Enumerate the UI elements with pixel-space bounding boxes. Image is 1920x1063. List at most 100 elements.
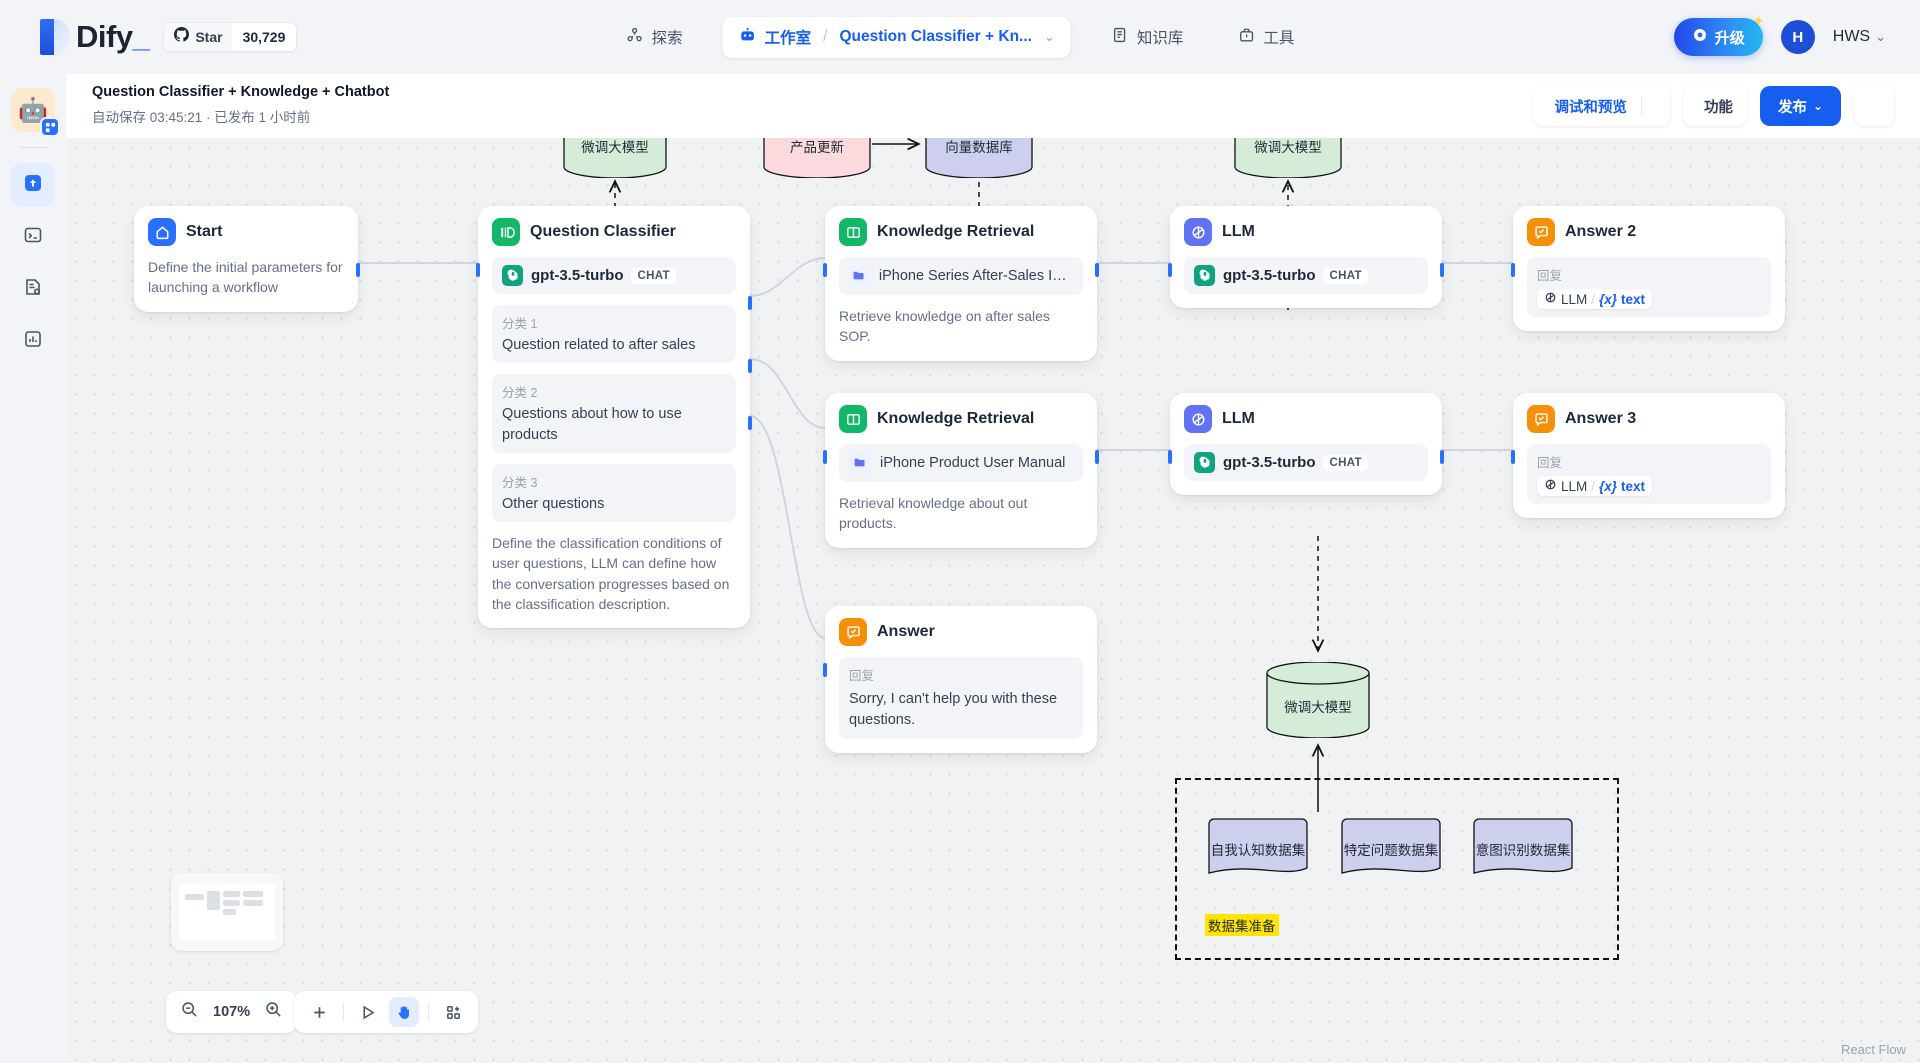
workflow-subheader: Question Classifier + Knowledge + Chatbo… [66,74,1920,138]
answer3-var-brace: {x} [1599,478,1618,494]
rail-collapse[interactable] [0,1027,66,1057]
start-output-port[interactable] [356,263,360,277]
pointer-tool-button[interactable] [353,997,383,1027]
qc-class-3[interactable]: 分类 3 Other questions [492,463,736,523]
answer2-variable-pill[interactable]: LLM / {x} text [1537,289,1653,309]
sidebar-item-monitoring[interactable] [11,319,55,363]
cylinder-finetuned-model-1-label: 微调大模型 [581,139,649,156]
hand-pan-tool-button[interactable] [389,997,419,1027]
run-history-button[interactable] [1642,86,1670,126]
dify-logo[interactable]: Dify_ [40,19,150,55]
upgrade-button[interactable]: 升级 ✦ [1673,13,1765,56]
checklist-button[interactable] [1854,86,1894,126]
answer-icon [1527,405,1555,433]
chevron-down-icon[interactable]: ⌄ [1043,29,1055,44]
kr2-input-port[interactable] [823,450,827,464]
dataset-intent-recognition-label: 意图识别数据集 [1475,843,1571,859]
home-icon [148,218,176,246]
zoom-level[interactable]: 107% [213,1004,251,1020]
github-star-left: Star [164,23,232,51]
answer3-input-port[interactable] [1511,450,1515,464]
cylinder-finetuned-model-2-label: 微调大模型 [1254,139,1322,156]
kr1-output-port[interactable] [1095,263,1099,277]
qc-output-port-2[interactable] [748,359,752,373]
nav-explore-label: 探索 [651,30,683,47]
qc-class-1[interactable]: 分类 1 Question related to after sales [492,305,736,364]
chevron-down-icon: ⌄ [1875,29,1886,44]
answer-node-2[interactable]: Answer 2 回复 LLM / {x} text [1511,206,1785,331]
answer3-reply-slot[interactable]: 回复 LLM / {x} text [1527,444,1771,504]
knowledge-retrieval-node-2[interactable]: Knowledge Retrieval iPhone Product User … [823,393,1099,548]
question-classifier-node[interactable]: Question Classifier gpt-3.5-turbo CHAT 分… [476,206,752,629]
sidebar-item-logs[interactable] [11,267,55,311]
llm-node-1[interactable]: LLM gpt-3.5-turbo CHAT [1168,206,1444,308]
nav-explore[interactable]: 探索 [612,18,697,57]
debug-preview-button[interactable]: 调试和预览 [1533,86,1641,126]
zoom-control: 107% [166,991,298,1033]
nav-studio-separator: / [823,28,828,45]
llm2-header: LLM [1184,405,1428,433]
cylinder-finetuned-model-2: 微调大模型 [1234,138,1342,179]
qc-class-2[interactable]: 分类 2 Questions about how to use products [492,374,736,453]
answer1-reply-slot[interactable]: 回复 Sorry, I can't help you with these qu… [839,657,1083,740]
answer3-var-slash: / [1591,478,1596,494]
dataset-folder-icon [849,265,870,287]
dataset-specific-question-label: 特定问题数据集 [1343,843,1439,859]
llm2-model-name: gpt-3.5-turbo [1223,454,1316,471]
kr2-dataset-name: iPhone Product User Manual [880,455,1066,471]
nav-tools[interactable]: 工具 [1223,18,1308,57]
kr2-output-port[interactable] [1095,450,1099,464]
publish-button[interactable]: 发布 ⌄ [1759,86,1841,126]
sidebar-item-api[interactable] [11,215,55,259]
nav-studio[interactable]: 工作室 / Question Classifier + Kn... ⌄ [722,16,1071,58]
answer2-input-port[interactable] [1511,263,1515,277]
zoom-out-icon[interactable] [180,1000,199,1024]
qc-model-slot[interactable]: gpt-3.5-turbo CHAT [492,257,736,294]
app-avatar[interactable]: 🤖 [11,88,60,137]
answer-node-3[interactable]: Answer 3 回复 LLM / {x} text [1511,393,1785,518]
kr2-dataset-slot[interactable]: iPhone Product User Manual [839,444,1083,482]
avatar[interactable]: H [1780,20,1815,54]
llm1-output-port[interactable] [1440,263,1444,277]
llm-node-2[interactable]: LLM gpt-3.5-turbo CHAT [1168,393,1444,495]
llm1-model-slot[interactable]: gpt-3.5-turbo CHAT [1184,257,1428,294]
answer-node-1[interactable]: Answer 回复 Sorry, I can't help you with t… [823,606,1097,754]
start-node[interactable]: Start Define the initial parameters for … [134,206,360,312]
upgrade-label: 升级 [1714,29,1745,47]
sidebar-item-workflow[interactable] [11,163,55,207]
llm2-model-slot[interactable]: gpt-3.5-turbo CHAT [1184,444,1428,481]
qc-node-desc: Define the classification conditions of … [492,535,730,613]
kr1-input-port[interactable] [823,263,827,277]
nav-knowledge[interactable]: 知识库 [1097,18,1198,57]
organize-blocks-button[interactable] [438,997,468,1027]
nav-studio-app: Question Classifier + Kn... [839,28,1032,45]
answer1-input-port[interactable] [823,663,827,677]
kr1-dataset-slot[interactable]: iPhone Series After-Sales Inst... [839,257,1083,295]
github-star-button[interactable]: Star 30,729 [163,22,298,52]
llm1-header: LLM [1184,218,1428,246]
openai-icon [1194,452,1215,473]
knowledge-retrieval-node-1[interactable]: Knowledge Retrieval iPhone Series After-… [823,206,1099,361]
user-menu[interactable]: HWS ⌄ [1833,28,1886,46]
toolbox-icon [1237,26,1255,49]
answer2-var-source: LLM [1561,291,1588,307]
llm2-output-port[interactable] [1440,450,1444,464]
nav-knowledge-label: 知识库 [1136,30,1184,47]
answer2-title: Answer 2 [1565,223,1637,240]
answer3-var-field: text [1621,478,1646,494]
zoom-in-icon[interactable] [264,1000,283,1024]
qc-input-port[interactable] [476,263,480,277]
llm1-input-port[interactable] [1168,263,1172,277]
minimap[interactable] [171,873,283,951]
add-node-button[interactable] [304,997,334,1027]
studio-robot-icon [739,26,757,49]
qc-output-port-1[interactable] [748,296,752,310]
features-group: 功能 [1682,86,1747,126]
workflow-canvas[interactable]: 微调大模型 产品更新 向量数据库 微调大模型 微调大模型 自我认知数据集 特定问… [66,138,1920,1063]
kr1-title: Knowledge Retrieval [877,223,1035,240]
answer2-reply-slot[interactable]: 回复 LLM / {x} text [1527,257,1771,317]
llm2-input-port[interactable] [1168,450,1172,464]
answer3-variable-pill[interactable]: LLM / {x} text [1537,476,1653,496]
features-button[interactable]: 功能 [1683,86,1747,126]
qc-output-port-3[interactable] [748,416,752,430]
